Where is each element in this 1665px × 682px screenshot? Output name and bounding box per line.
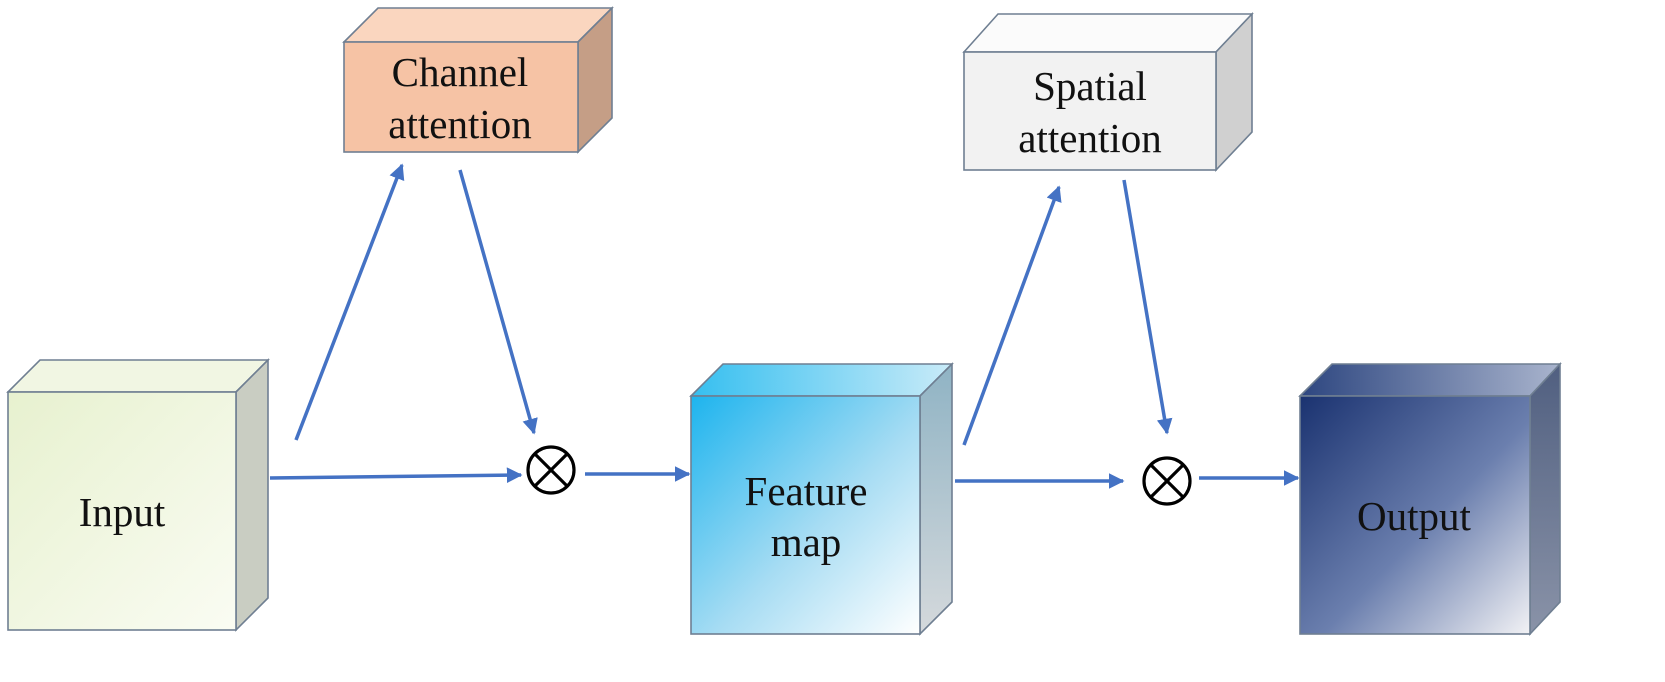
multiply-operator-1 [526, 445, 576, 495]
feature-map-block-side [919, 362, 953, 636]
feature-map-block-top [689, 363, 954, 397]
spatial-attention-block-front [963, 51, 1217, 171]
arrow-feature-map-to-spatial-attention [962, 185, 1062, 446]
arrow-channel-attention-to-multiply-1 [458, 169, 538, 435]
output-block-side [1529, 361, 1561, 637]
input-block-front [7, 391, 237, 631]
channel-attention-block-front [343, 41, 579, 153]
feature-map-label-line2: map [771, 519, 842, 565]
spatial-attention-block: Spatial attention [962, 11, 1254, 173]
spatial-attention-label-line2: attention [1018, 115, 1161, 161]
feature-map-label-line1: Feature [745, 468, 868, 514]
feature-map-block: Feature map [689, 362, 954, 636]
multiply-operator-1-cross-b [533, 452, 569, 488]
channel-attention-label-line2: attention [388, 101, 531, 147]
multiply-operator-2 [1142, 456, 1192, 506]
input-block: Input [6, 358, 270, 632]
input-block-top [6, 359, 270, 393]
arrow-input-to-multiply-1 [269, 467, 523, 484]
spatial-attention-block-top [962, 13, 1254, 53]
input-label: Input [79, 489, 166, 535]
channel-attention-block-top [342, 7, 614, 43]
output-block-front [1299, 395, 1531, 635]
arrow-spatial-attention-to-multiply-2 [1122, 179, 1173, 435]
feature-map-block-front [690, 395, 921, 635]
channel-attention-block: Channel attention [342, 6, 614, 154]
multiply-operator-2-cross-b [1149, 463, 1185, 499]
output-block-top [1298, 363, 1562, 397]
output-label: Output [1357, 493, 1472, 539]
input-block-side [235, 358, 269, 632]
output-block: Output [1298, 361, 1562, 637]
arrow-input-to-channel-attention [294, 163, 405, 441]
spatial-attention-label-line1: Spatial [1033, 63, 1147, 109]
channel-attention-label-line1: Channel [392, 49, 529, 95]
